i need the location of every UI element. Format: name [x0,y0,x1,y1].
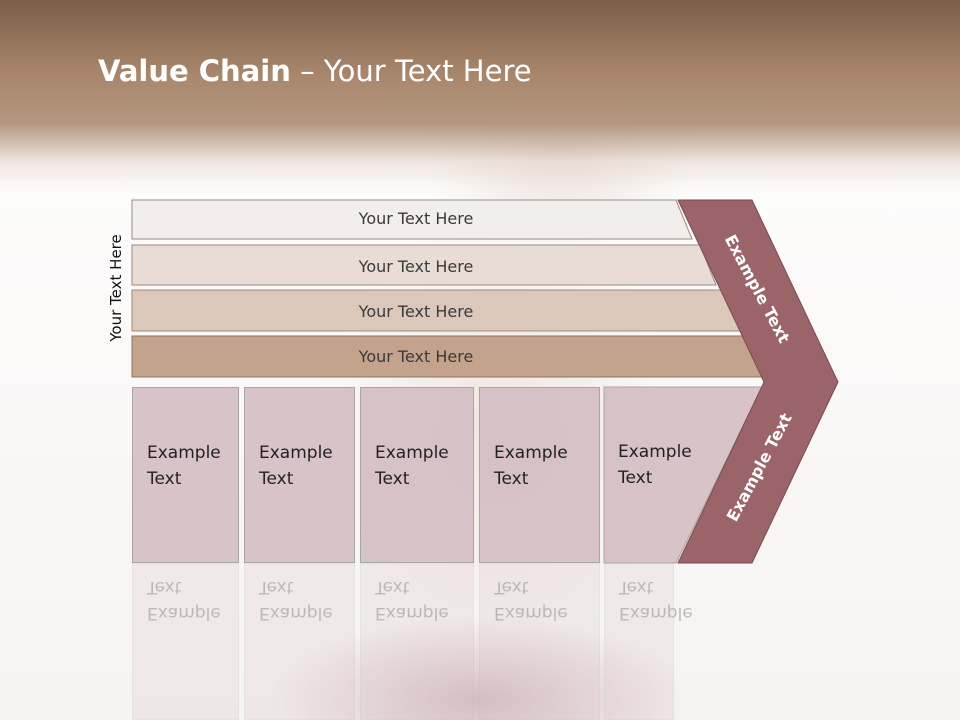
activity-box-1: Example Text [132,387,239,563]
activity-box-3: Example Text [360,387,474,563]
row-label-4: Your Text Here [358,347,474,366]
activity-box-2: Example Text [244,387,355,563]
activity-box-4: Example Text [479,387,600,563]
activity-box-4-text: Example Text [494,443,568,489]
header-band [0,0,960,190]
last-box-arrow [603,386,763,564]
slide-title-rest: – Your Text Here [290,54,532,88]
activity-box-2-text: Example Text [259,443,333,489]
chevron-arrow [677,199,839,564]
row-label-2: Your Text Here [358,257,474,276]
activity-box-5: Example Text [604,387,692,563]
slide-title-bold: Value Chain [98,54,291,88]
row-bar-1 [131,199,693,240]
row-label-1: Your Text Here [358,209,474,228]
slide-title: Value Chain – Your Text Here [98,54,532,94]
activity-box-1-text: Example Text [147,443,221,489]
activity-box-5-text: Example Text [618,442,692,488]
row-label-3: Your Text Here [358,302,474,321]
row-bar-2 [131,244,717,286]
activity-box-3-text: Example Text [375,443,449,489]
